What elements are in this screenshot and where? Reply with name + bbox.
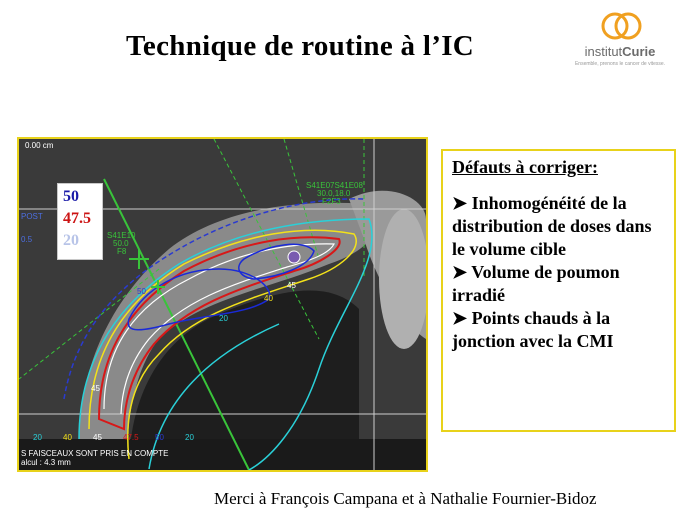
ct-post-value: 0.5 [21,235,33,244]
field-label-2: 30.0,18.0 [317,189,351,198]
field-label-5: 50.0 [113,239,129,248]
bottom-value-5: 50 [155,433,164,442]
defect-item-text: Inhomogénéité de la distribution de dose… [452,193,652,259]
bottom-value-2: 40 [63,433,72,442]
ct-dose-image: 0.00 cm POST 0.5 S41E07S41E08 30.0,18.0 … [17,137,428,472]
defect-item: ➤ Points chauds à la jonction avec la CM… [452,307,665,353]
arrow-bullet-icon: ➤ [452,308,468,328]
isodose-label-40: 40 [264,294,273,303]
ct-scale-label: 0.00 cm [25,141,54,150]
defects-heading: Défauts à corriger: [452,157,598,177]
bottom-value-3: 45 [93,433,102,442]
isodose-label-45: 45 [287,281,296,290]
credit-line: Merci à François Campana et à Nathalie F… [214,489,597,508]
institut-curie-logo: institutCurie Ensemble, prenons le cance… [560,8,680,73]
isodose-label-50: 50 [137,287,146,296]
ct-note-1: S FAISCEAUX SONT PRIS EN COMPTE [21,449,169,458]
ct-post-label: POST [21,212,43,221]
logo-prefix: institut [584,44,623,59]
arrow-bullet-icon: ➤ [452,262,468,282]
bottom-value-4: 47.5 [123,433,139,442]
defect-item-text: Points chauds à la jonction avec la CMI [452,308,614,351]
logo-wordmark: institutCurie [560,44,680,59]
slide-title: Technique de routine à l’IC [125,30,475,62]
defect-item: ➤ Inhomogénéité de la distribution de do… [452,192,665,261]
legend-item-20: 20 [63,232,79,249]
bottom-value-6: 20 [185,433,194,442]
defect-item: ➤ Volume de poumon irradié [452,261,665,307]
legend-item-50: 50 [63,188,79,205]
field-label-4: S41E10 [107,231,136,240]
isodose-label-45b: 45 [91,384,100,393]
arrow-bullet-icon: ➤ [452,193,468,213]
ct-note-2: alcul : 4.3 mm [21,458,71,467]
bottom-value-1: 20 [33,433,42,442]
curie-rings-icon [601,12,642,40]
logo-tagline: Ensemble, prenons le cancer de vitesse. [574,61,666,67]
isodose-legend: 50 47.5 20 [57,183,103,260]
field-label-3: F2F3 [322,197,341,206]
field-label-1: S41E07S41E08 [306,181,363,190]
logo-brand: Curie [622,44,656,59]
legend-item-47-5: 47.5 [63,210,91,227]
defect-item-text: Volume de poumon irradié [452,262,620,305]
ct-scan-graphic [19,139,426,470]
defects-box: Défauts à corriger: ➤ Inhomogénéité de l… [441,149,676,432]
isodose-label-20: 20 [219,314,228,323]
field-label-6: F8 [117,247,127,256]
